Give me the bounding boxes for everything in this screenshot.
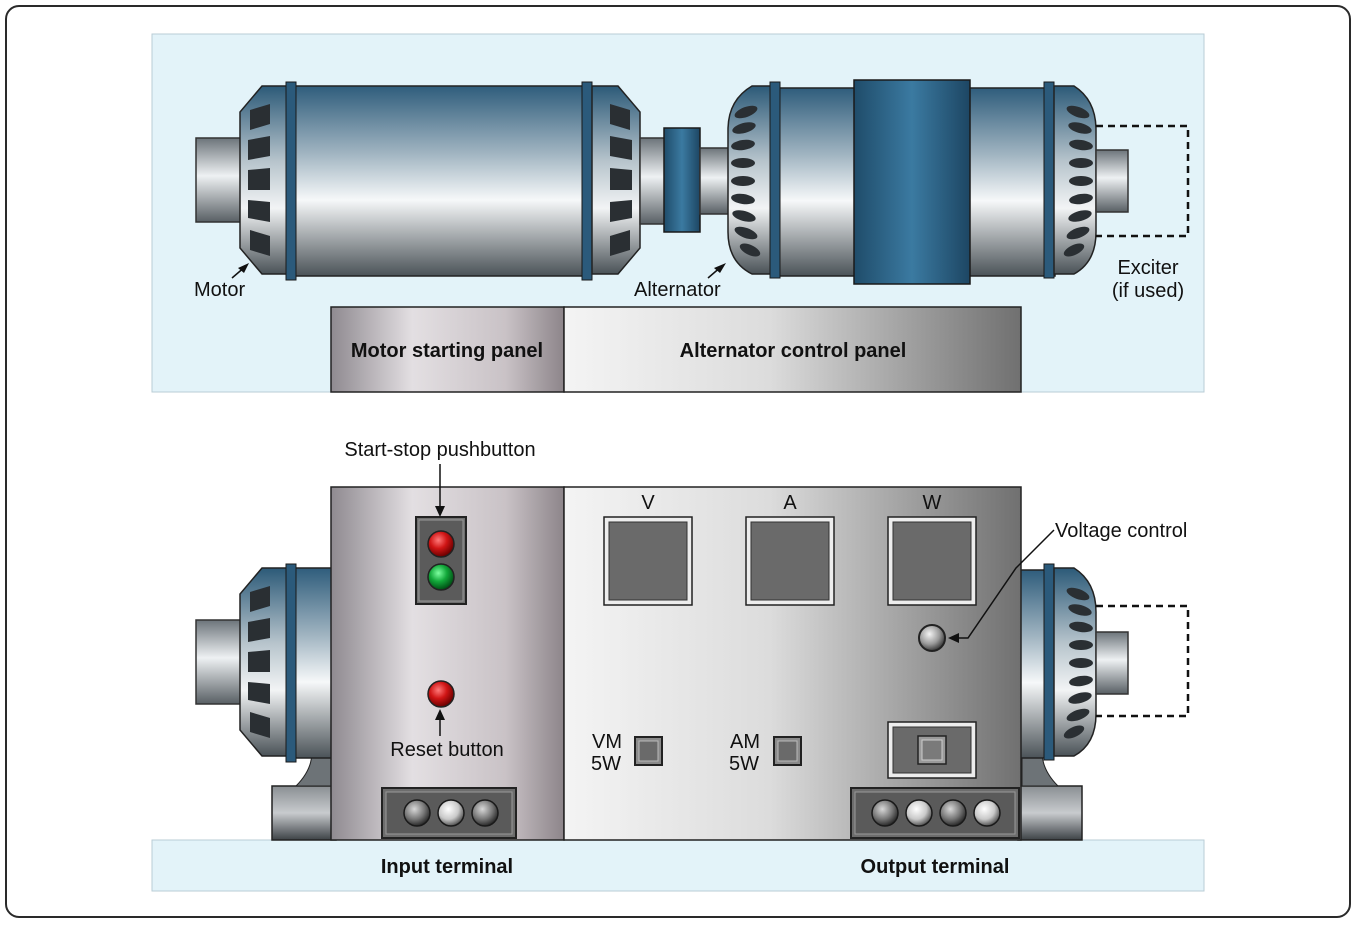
wattmeter-face [892,521,972,601]
motor-band-left [285,81,297,281]
output-terminal-2[interactable] [905,799,933,827]
bottom-alternator-vents [1063,587,1093,739]
reset-arrowhead [435,709,445,720]
input-terminal-3[interactable] [471,799,499,827]
am-switch-inner [777,740,798,762]
alternator-control-panel [563,306,1022,393]
meter-a-label: A [783,492,797,514]
motor-starting-panel [330,306,565,393]
exciter-label-line2: (if used) [1112,280,1184,302]
input-terminal-2[interactable] [437,799,465,827]
meter-v-label: V [641,492,655,514]
output-terminal-3[interactable] [939,799,967,827]
motor-starting-panel-label: Motor starting panel [351,340,543,362]
alternator-band-right [1043,81,1055,279]
alternator-stator-band [853,79,971,285]
motor-pointer-arrowhead [238,263,249,273]
voltage-control-pointer [956,529,1055,639]
shaft-coupling [663,127,701,233]
alternator-left-vents [731,105,761,257]
bottom-exciter-shaft [1095,631,1129,695]
vm-switch-inner [638,740,659,762]
exciter-shaft [1095,149,1129,213]
stop-button[interactable] [427,530,455,558]
ammeter-face [750,521,830,601]
motor-body [289,85,589,277]
voltage-control-label: Voltage control [1055,520,1187,542]
motor-label: Motor [194,279,245,301]
motor-left-vents [248,104,270,256]
diagram-frame [5,5,1351,918]
reset-label: Reset button [390,739,503,761]
alternator-pointer-arrowhead [714,263,726,273]
motor-right-vents [610,104,632,256]
alternator [727,79,1129,285]
bottom-motor-shaft [195,619,247,705]
motor-band-right [581,81,593,281]
exciter-dashed-outline-top [1096,124,1190,238]
reset-button[interactable] [427,680,455,708]
output-terminal-4[interactable] [973,799,1001,827]
output-switch-inner [921,739,943,761]
input-terminal-1[interactable] [403,799,431,827]
input-terminal-label: Input terminal [381,856,513,878]
meter-w-label: W [923,492,942,514]
bottom-motor-band [285,563,297,763]
right-base [1017,785,1083,841]
left-base [271,785,337,841]
alternator-control-panel-label: Alternator control panel [680,340,907,362]
output-terminal-1[interactable] [871,799,899,827]
motor [195,81,667,281]
bottom-motor-body [289,567,337,759]
voltage-control-knob[interactable] [918,624,946,652]
voltage-control-arrowhead [948,633,959,643]
start-button[interactable] [427,563,455,591]
vm-label-line2: 5W [591,753,621,775]
am-label-line1: AM [730,731,760,753]
voltmeter-face [608,521,688,601]
bottom-alternator-band [1043,563,1055,761]
exciter-dashed-outline-bottom [1096,604,1190,718]
alternator-band-left [769,81,781,279]
vm-label-line1: VM [592,731,622,753]
am-label-line2: 5W [729,753,759,775]
motor-output-shaft [639,137,667,225]
start-stop-arrowhead [435,506,445,517]
alternator-right-vents [1063,105,1093,257]
bottom-motor-vents [248,586,270,738]
output-terminal-label: Output terminal [861,856,1010,878]
start-stop-label: Start-stop pushbutton [344,439,535,461]
alternator-label: Alternator [634,279,721,301]
exciter-label-line1: Exciter [1117,257,1178,279]
motor-shaft [195,137,247,223]
bottom-floor [151,839,1205,892]
coupling-shaft [699,147,733,215]
